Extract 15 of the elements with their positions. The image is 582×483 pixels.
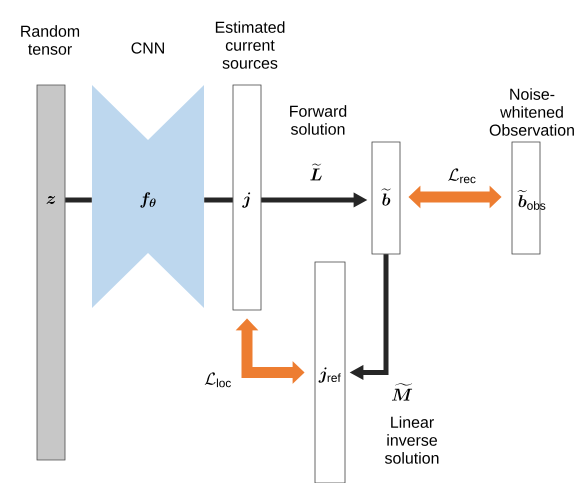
edge-label: $\widetilde{\boldsymbol{L}}$ bbox=[310, 164, 322, 180]
symbol: $\boldsymbol{z}$ bbox=[46, 196, 56, 204]
symbol: $\boldsymbol{j}_{\mathrm{ref}}$ bbox=[318, 367, 341, 383]
heading: Noise-whitened Observation bbox=[490, 88, 574, 136]
edge-label: $\mathcal{L}_{\mathrm{loc}}$ bbox=[204, 372, 231, 388]
heading: Random tensor bbox=[21, 25, 80, 55]
edge-label: $\mathcal{L}_{\mathrm{rec}}$ bbox=[448, 168, 476, 184]
edge-label: $\widetilde{\boldsymbol{M}}$ bbox=[392, 383, 412, 401]
heading: CNN bbox=[132, 42, 164, 54]
heading: Estimated current sources bbox=[216, 21, 284, 69]
symbol: $\boldsymbol{j}$ bbox=[242, 192, 250, 208]
caption: Forward solution bbox=[290, 105, 346, 135]
symbol: $\boldsymbol{f_{\theta}}$ bbox=[140, 192, 156, 208]
caption: Linear inverse solution bbox=[384, 416, 438, 464]
symbol: $\widetilde{\boldsymbol{b}}$ bbox=[381, 188, 391, 206]
